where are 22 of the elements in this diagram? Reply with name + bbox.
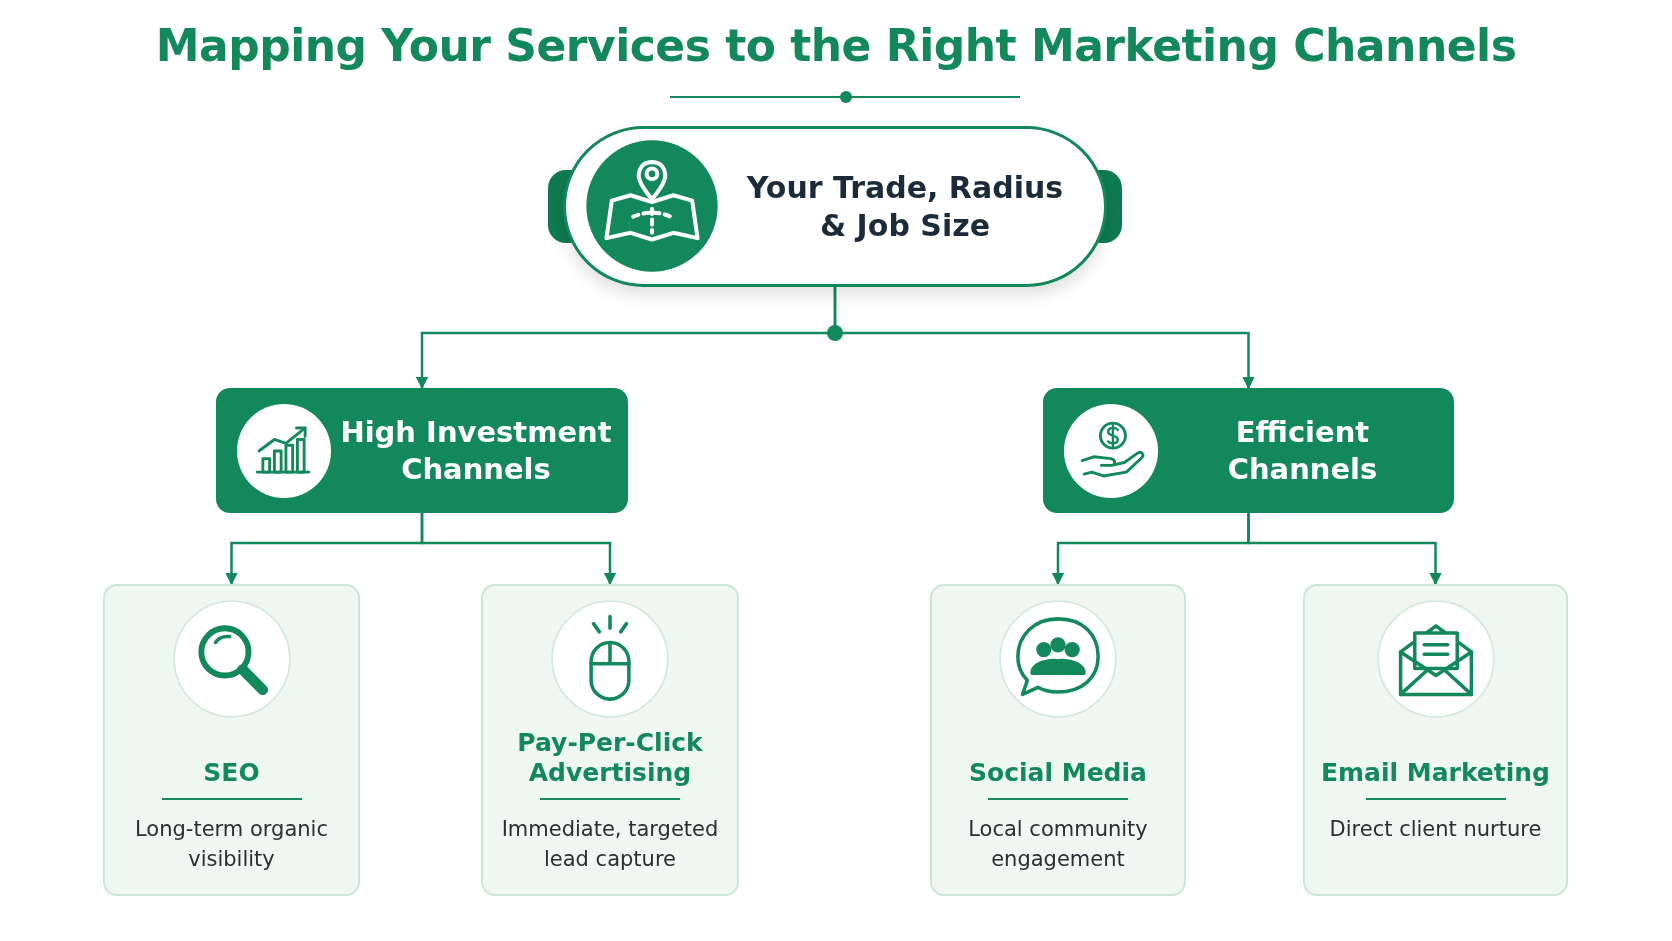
channel-card: [103, 584, 360, 896]
connector-arrow: [833, 287, 1255, 390]
channel-card: [930, 584, 1186, 896]
category-label: High Investment Channels: [339, 414, 613, 487]
input-pill: [548, 126, 1122, 287]
channel-card: [1303, 584, 1568, 896]
channel-description: Direct client nurture: [1329, 816, 1542, 843]
connector-arrow: [1247, 513, 1442, 586]
category-box: [216, 388, 628, 513]
channel-name: Email Marketing: [1320, 758, 1550, 788]
input-label: Your Trade, Radius & Job Size: [745, 169, 1065, 244]
channel-description: Long-term organic visibility: [134, 816, 329, 874]
channel-name: SEO: [203, 758, 260, 788]
channel-description: Local community engagement: [967, 816, 1149, 874]
channel-name: Social Media: [969, 758, 1147, 788]
category-label: Efficient Channels: [1226, 414, 1379, 487]
category-box: [1043, 388, 1454, 513]
channel-name: Pay-Per-Click Advertising: [516, 728, 704, 788]
connector-arrow: [420, 513, 617, 586]
title: Mapping Your Services to the Right Marketing Channels: [154, 20, 1518, 71]
channel-description: Immediate, targeted lead capture: [500, 816, 720, 874]
channel-card: [481, 584, 739, 896]
